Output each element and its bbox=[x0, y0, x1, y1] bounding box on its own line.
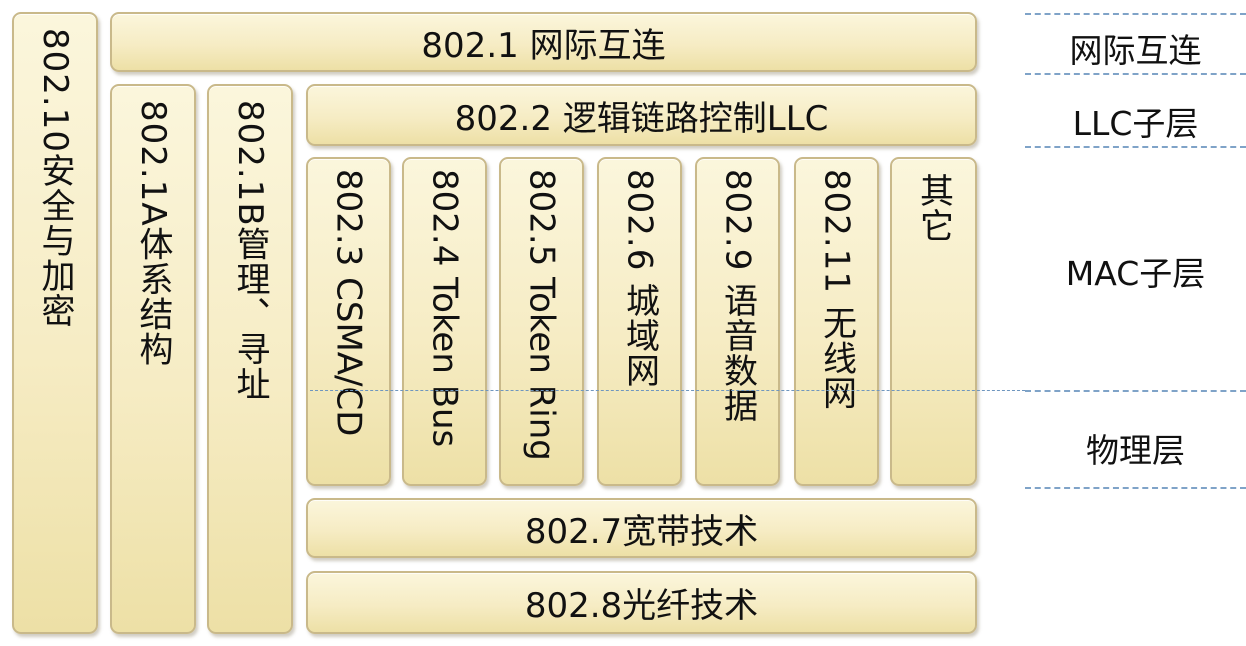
label-802-1a: 802.1A体系结构 bbox=[133, 100, 173, 367]
box-802-7-broadband: 802.7宽带技术 bbox=[306, 498, 977, 558]
box-802-1a-architecture: 802.1A体系结构 bbox=[110, 84, 196, 634]
layer-divider-llc-mac bbox=[1025, 146, 1246, 148]
box-other: 其它 bbox=[890, 157, 977, 486]
label-other: 其它 bbox=[913, 173, 954, 243]
box-802-5-token-ring: 802.5 Token Ring bbox=[499, 157, 584, 486]
box-802-8-fiber: 802.8光纤技术 bbox=[306, 571, 977, 634]
layer-label-physical: 物理层 bbox=[1086, 431, 1185, 470]
layer-label-mac: MAC子层 bbox=[1065, 254, 1206, 293]
label-802-8: 802.8光纤技术 bbox=[524, 586, 759, 626]
box-802-2-llc: 802.2 逻辑链路控制LLC bbox=[306, 84, 977, 146]
label-802-4: 802.4 Token Bus bbox=[424, 169, 465, 448]
label-802-3: 802.3 CSMA/CD bbox=[328, 169, 369, 437]
label-802-7: 802.7宽带技术 bbox=[524, 511, 759, 552]
label-802-6: 802.6 城域网 bbox=[619, 169, 660, 389]
label-802-9: 802.9 语音数据 bbox=[717, 169, 758, 424]
label-802-2: 802.2 逻辑链路控制LLC bbox=[454, 98, 829, 139]
layer-divider-bottom bbox=[1025, 487, 1246, 489]
layer-label-internetworking: 网际互连 bbox=[1069, 31, 1202, 70]
label-802-5: 802.5 Token Ring bbox=[521, 169, 562, 461]
box-802-3-csma-cd: 802.3 CSMA/CD bbox=[306, 157, 391, 486]
box-802-1b-management: 802.1B管理、寻址 bbox=[207, 84, 293, 634]
label-802-1b: 802.1B管理、寻址 bbox=[230, 100, 270, 402]
box-802-11-wireless: 802.11 无线网 bbox=[794, 157, 879, 486]
box-802-9-voice-data: 802.9 语音数据 bbox=[695, 157, 780, 486]
box-802-4-token-bus: 802.4 Token Bus bbox=[402, 157, 487, 486]
mac-physical-divider-inner bbox=[310, 390, 1025, 391]
layer-divider-internetworking-llc bbox=[1025, 73, 1246, 75]
layer-divider-mac-physical bbox=[1025, 390, 1246, 392]
layer-divider-top bbox=[1025, 13, 1246, 15]
box-802-10-security: 802.10安全与加密 bbox=[12, 12, 98, 634]
layer-label-llc: LLC子层 bbox=[1072, 104, 1199, 143]
label-802-10: 802.10安全与加密 bbox=[35, 28, 75, 328]
box-802-6-man: 802.6 城域网 bbox=[597, 157, 682, 486]
box-802-1-internetworking: 802.1 网际互连 bbox=[110, 12, 977, 72]
label-802-1: 802.1 网际互连 bbox=[421, 25, 666, 66]
label-802-11: 802.11 无线网 bbox=[816, 169, 857, 411]
